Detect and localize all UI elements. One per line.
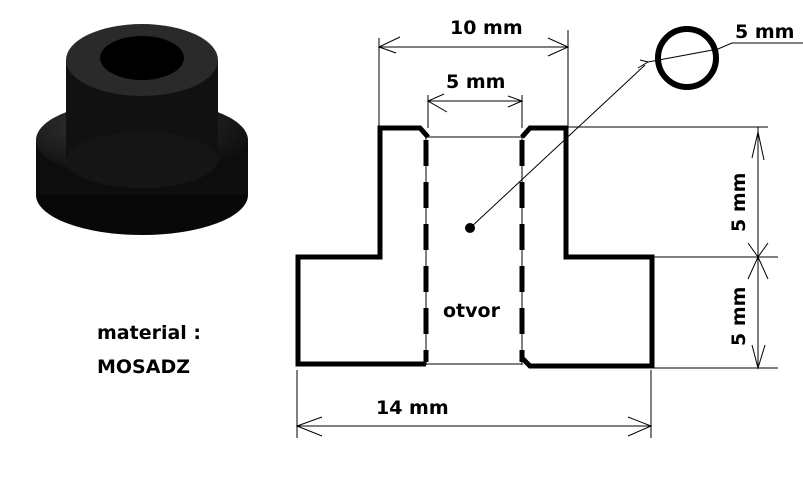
hole-circle <box>655 26 719 90</box>
bushing-photo <box>36 24 248 235</box>
dim-collar-width: 10 mm <box>450 17 523 39</box>
dim-collar-height: 5 mm <box>728 173 750 232</box>
dimension-lines <box>295 30 803 438</box>
hole-label: otvor <box>443 300 501 322</box>
part-section <box>295 125 655 369</box>
dim-hole-width: 5 mm <box>446 71 505 93</box>
dim-hole-diameter: 5 mm <box>735 21 794 43</box>
dim-flange-width: 14 mm <box>376 397 449 419</box>
hole-dot <box>465 223 475 233</box>
material-value: MOSADZ <box>97 356 190 378</box>
material-label: material : <box>97 322 202 344</box>
dim-flange-height: 5 mm <box>728 287 750 346</box>
